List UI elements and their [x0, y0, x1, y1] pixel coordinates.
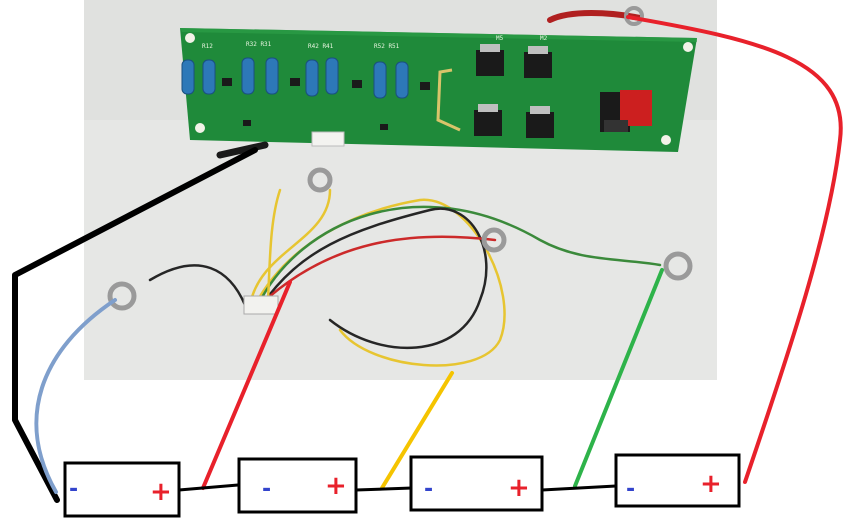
yellow-wire: [380, 371, 454, 490]
battery-cells: - + - + - + - +: [63, 453, 741, 518]
cell-plus-label: +: [508, 473, 530, 503]
cell-minus-label: -: [69, 477, 78, 502]
mounting-hole: [683, 42, 693, 52]
mounting-hole: [195, 123, 205, 133]
mounting-hole: [661, 135, 671, 145]
overlay-wires: [12, 15, 843, 503]
cell-plus-label: +: [325, 471, 347, 501]
svg-text:R52 R51: R52 R51: [374, 43, 400, 50]
cell-minus-label: -: [424, 477, 433, 502]
resistor-row: [181, 57, 409, 99]
mosfets: [474, 44, 554, 138]
blue-wire: [34, 298, 117, 494]
cell-3: - +: [409, 455, 544, 512]
svg-text:M2: M2: [540, 35, 548, 42]
cell-1: - +: [63, 461, 181, 518]
series-link: [541, 484, 617, 492]
red-wire-main: [626, 15, 843, 484]
ic-components: [222, 78, 430, 130]
pcb-board: R12 R32 R31 R42 R41 R52 R51 M5 M2: [180, 28, 697, 152]
cell-minus-label: -: [626, 477, 635, 502]
board-connector: [311, 131, 345, 147]
red-wire-cell1: [201, 280, 292, 490]
mounting-hole: [185, 33, 195, 43]
svg-text:R32 R31: R32 R31: [246, 41, 272, 48]
black-wire: [12, 147, 258, 503]
green-wire: [573, 268, 664, 488]
series-link: [355, 486, 413, 492]
cell-plus-label: +: [700, 469, 722, 499]
silkscreen: R12 R32 R31 R42 R41 R52 R51 M5 M2: [202, 35, 548, 50]
board-photo: R12 R32 R31 R42 R41 R52 R51 M5 M2: [84, 0, 717, 380]
cell-plus-label: +: [150, 477, 172, 507]
svg-text:R12: R12: [202, 43, 213, 50]
cell-4: - +: [614, 453, 741, 508]
svg-text:R42 R41: R42 R41: [308, 43, 334, 50]
cell-2: - +: [237, 457, 358, 514]
series-link: [178, 483, 239, 492]
sense-harness: [107, 6, 693, 367]
cell-minus-label: -: [262, 477, 271, 502]
power-connectors: [600, 90, 652, 132]
svg-text:M5: M5: [496, 35, 504, 42]
